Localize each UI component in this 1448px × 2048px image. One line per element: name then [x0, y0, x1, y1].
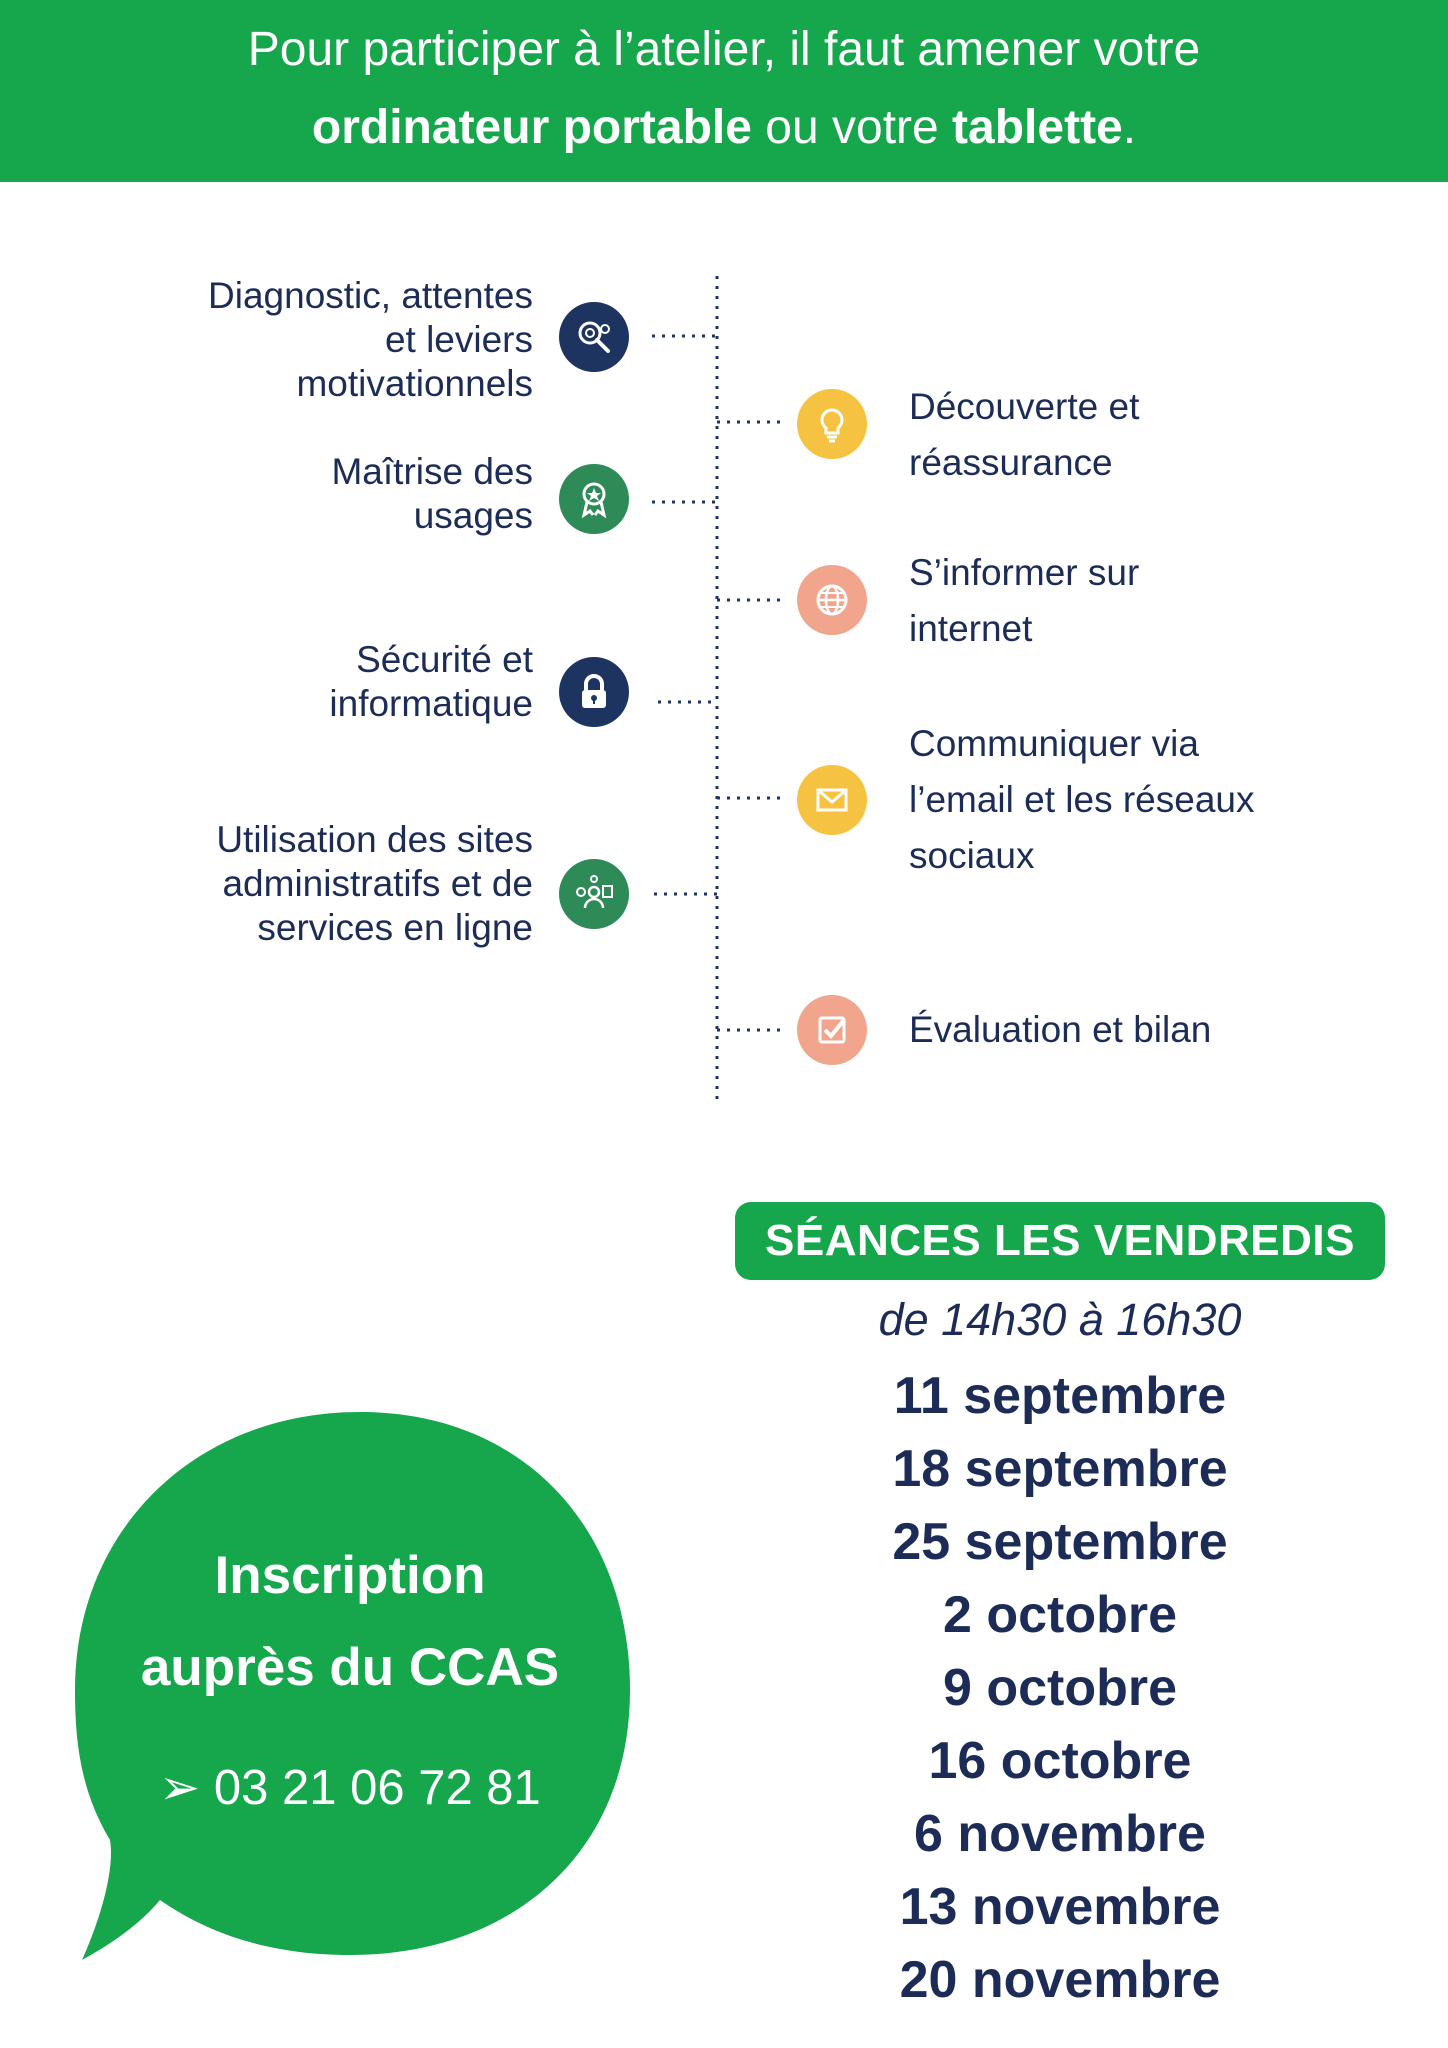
- signup-line-1: Inscription: [214, 1546, 486, 1605]
- session-date: 11 septembre: [893, 1367, 1227, 1425]
- banner-line-2: ordinateur portable ou votre tablette.: [0, 98, 1448, 158]
- step-diagnostic: Diagnostic, attentes et leviers motivati…: [208, 275, 533, 404]
- banner-bold-tablet: tablette: [952, 101, 1123, 154]
- banner-bold-laptop: ordinateur portable: [311, 101, 752, 154]
- lightbulb-icon: [797, 389, 867, 459]
- checkbox-icon: [797, 995, 867, 1065]
- session-hours: de 14h30 à 16h30: [878, 1294, 1242, 1345]
- signup-phone: ➢ 03 21 06 72 81: [110, 1758, 590, 1818]
- step-securite: Sécurité et informatique: [329, 639, 533, 724]
- sessions-title-badge: SÉANCES LES VENDREDIS: [735, 1202, 1385, 1280]
- session-date: 18 septembre: [892, 1440, 1228, 1498]
- step-sites-administratifs: Utilisation des sites administratifs et …: [216, 819, 533, 948]
- phone-number: 03 21 06 72 81: [213, 1761, 541, 1815]
- envelope-icon: [797, 765, 867, 835]
- session-dates-list: 11 septembre 18 septembre 25 septembre 2…: [735, 1360, 1385, 2017]
- step-communiquer: Communiquer via l’email et les réseaux s…: [909, 723, 1255, 876]
- session-date: 25 septembre: [892, 1513, 1228, 1571]
- session-date: 13 novembre: [899, 1878, 1221, 1936]
- session-date: 9 octobre: [942, 1659, 1178, 1717]
- people-network-icon: [559, 859, 629, 929]
- arrow-icon: ➢: [159, 1761, 201, 1815]
- globe-icon: [797, 565, 867, 635]
- award-ribbon-icon: [559, 464, 629, 534]
- signup-line-2: auprès du CCAS: [140, 1638, 560, 1697]
- step-evaluation: Évaluation et bilan: [909, 1009, 1212, 1050]
- timeline-connectors: [652, 276, 780, 1100]
- session-date: 6 novembre: [914, 1805, 1206, 1863]
- banner-period: .: [1122, 101, 1137, 154]
- session-date: 20 novembre: [899, 1951, 1221, 2009]
- speech-bubble-shape: [75, 1412, 630, 1960]
- top-banner: Pour participer à l’atelier, il faut ame…: [0, 0, 1448, 182]
- step-maitrise: Maîtrise des usages: [331, 451, 533, 536]
- program-timeline: Diagnostic, attentes et leviers motivati…: [208, 275, 1255, 1100]
- session-date: 2 octobre: [942, 1586, 1178, 1644]
- step-informer-internet: S’informer sur internet: [909, 552, 1140, 649]
- signup-speech-bubble: [60, 1400, 660, 1980]
- search-gear-icon: [559, 302, 629, 372]
- signup-text: Inscription auprès du CCAS ➢ 03 21 06 72…: [110, 1530, 590, 1818]
- padlock-icon: [559, 657, 629, 727]
- session-date: 16 octobre: [928, 1732, 1192, 1790]
- step-decouverte: Découverte et réassurance: [909, 386, 1140, 483]
- banner-line-1: Pour participer à l’atelier, il faut ame…: [247, 23, 1201, 76]
- banner-mid-text: ou votre: [751, 101, 953, 154]
